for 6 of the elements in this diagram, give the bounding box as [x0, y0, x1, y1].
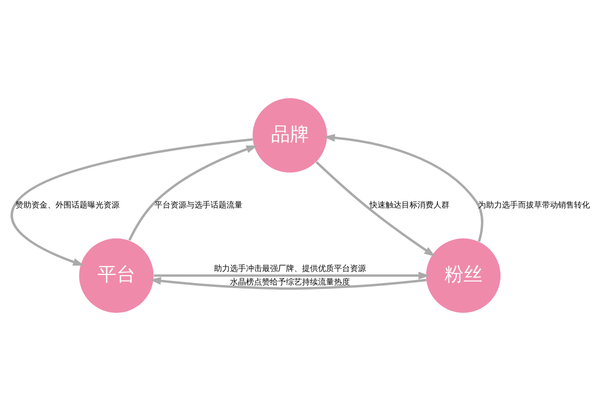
edge-label: 快速触达目标消费人群: [369, 200, 450, 210]
edge-label: 为助力选手而拔草带动销售转化: [478, 200, 590, 210]
edge-label: 水晶榜点赞给予综艺持续流量热度: [230, 277, 350, 286]
edge-label: 助力选手冲击最强厂牌、提供优质平台资源: [214, 264, 366, 273]
edge-label: 平台资源与选手话题流量: [154, 200, 243, 210]
edge-label: 赞助资金、外围话题曝光资源: [16, 200, 120, 210]
